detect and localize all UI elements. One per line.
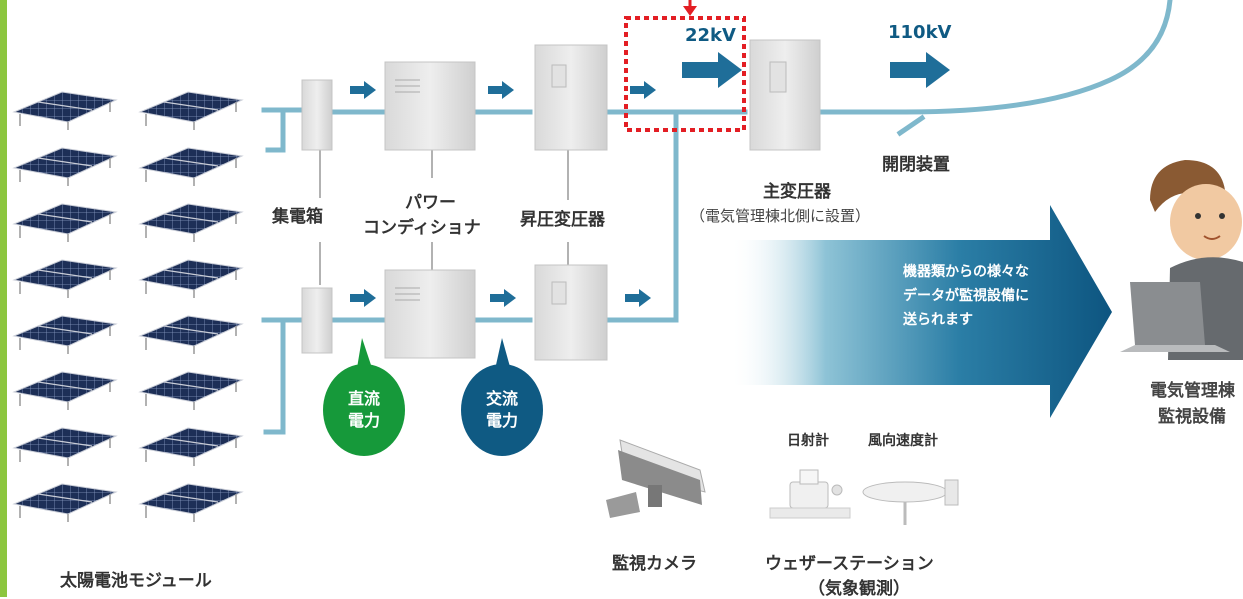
dc-bubble-text: 直流 電力 bbox=[340, 388, 388, 432]
solar-module-label: 太陽電池モジュール bbox=[60, 571, 212, 591]
ac-bubble bbox=[461, 338, 543, 456]
operator-illustration bbox=[1120, 160, 1243, 360]
junction-box-label: 集電箱 bbox=[272, 207, 323, 227]
camera-illustration bbox=[606, 439, 706, 518]
ac-bubble-text: 交流 電力 bbox=[478, 388, 526, 432]
control-building-label-1: 電気管理棟 bbox=[1150, 381, 1235, 401]
arrow-110kv bbox=[890, 52, 950, 88]
data-arrow-line1: 機器類からの様々な bbox=[903, 264, 1029, 280]
junction-box-lower bbox=[301, 287, 333, 354]
power-lines bbox=[261, 0, 1173, 435]
ac-line2: 電力 bbox=[485, 411, 518, 430]
dc-bubble bbox=[323, 338, 405, 456]
camera-label: 監視カメラ bbox=[612, 554, 697, 574]
control-building-label-2: 監視設備 bbox=[1158, 407, 1226, 427]
voltage-22kv: 22kV bbox=[685, 25, 736, 46]
power-conditioner-label-1: パワー bbox=[405, 193, 456, 213]
anemometer-label: 風向速度計 bbox=[868, 433, 938, 449]
step-up-transformer-label: 昇圧変圧器 bbox=[520, 210, 605, 230]
step-up-transformer-upper bbox=[534, 44, 608, 151]
power-conditioner-lower bbox=[384, 269, 476, 359]
main-transformer bbox=[749, 39, 821, 151]
weather-station-label-1: ウェザーステーション bbox=[765, 554, 934, 574]
data-arrow-text: 機器類からの様々な データが監視設備に 送られます bbox=[903, 260, 1029, 332]
data-arrow-line3: 送られます bbox=[903, 312, 973, 328]
step-up-transformer-lower bbox=[534, 264, 608, 361]
pyranometer-illustration bbox=[769, 469, 851, 519]
arrow-22kv bbox=[682, 52, 742, 88]
data-flow-arrow bbox=[730, 205, 1112, 418]
pyranometer-label: 日射計 bbox=[787, 433, 829, 449]
accent-strip bbox=[0, 0, 7, 597]
solar-array bbox=[13, 91, 243, 523]
anemometer-illustration bbox=[862, 479, 959, 525]
data-arrow-line2: データが監視設備に bbox=[903, 288, 1029, 304]
main-transformer-note: （電気管理棟北側に設置） bbox=[690, 207, 871, 225]
connector-ticks bbox=[319, 150, 569, 285]
highlight-box bbox=[624, 0, 746, 132]
switchgear-label: 開閉装置 bbox=[882, 155, 950, 175]
weather-station-label-2: （気象観測） bbox=[808, 579, 910, 599]
power-conditioner-label-2: コンディショナ bbox=[363, 218, 481, 238]
main-transformer-label: 主変圧器 bbox=[763, 182, 831, 202]
power-conditioner-upper bbox=[384, 61, 476, 151]
dc-line2: 電力 bbox=[347, 411, 380, 430]
voltage-110kv: 110kV bbox=[888, 22, 952, 43]
ac-line1: 交流 bbox=[485, 389, 518, 408]
junction-box-upper bbox=[301, 79, 333, 151]
dc-line1: 直流 bbox=[347, 389, 380, 408]
